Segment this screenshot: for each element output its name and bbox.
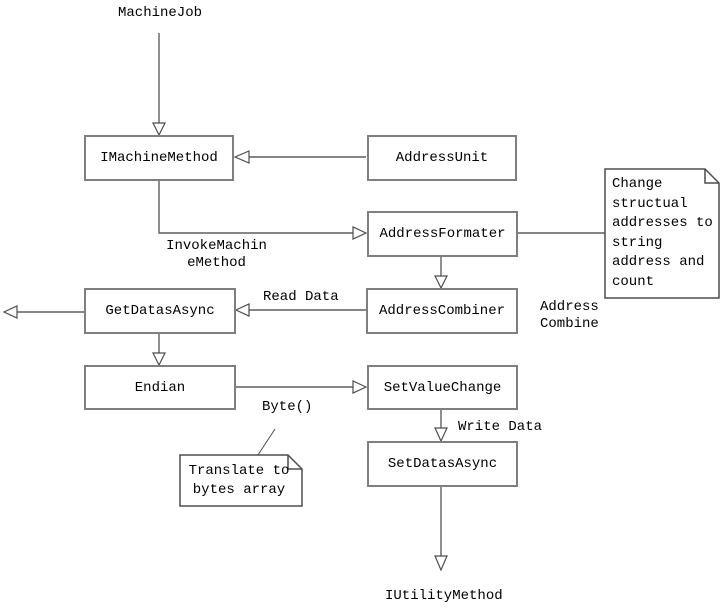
node-addressformater[interactable]: AddressFormater	[367, 211, 518, 257]
label-invokemachinemethod: InvokeMachin eMethod	[160, 238, 273, 272]
arrowhead-into-imachinemethod-right	[233, 150, 250, 164]
note-line: bytes array	[192, 482, 286, 498]
note-line: Change	[612, 176, 663, 192]
label-read-data: Read Data	[263, 289, 339, 305]
note-change-structural-fold	[704, 169, 719, 184]
arrowhead-left-edge	[2, 305, 18, 319]
note-line: count	[612, 273, 655, 290]
note-line: string	[612, 234, 663, 251]
note-line: Translate to	[188, 463, 290, 479]
label-address-combine: Address Combine	[540, 299, 599, 332]
note-line: address and	[612, 254, 705, 270]
edge-imachinemethod-to-addressformater	[158, 181, 353, 234]
label-line: InvokeMachin	[166, 238, 267, 254]
node-imachinemethod[interactable]: IMachineMethod	[84, 135, 234, 181]
label-write-data: Write Data	[458, 419, 543, 435]
arrowhead-into-addresscombiner-top	[434, 275, 448, 290]
note-line: structual	[612, 195, 688, 212]
label-iutilitymethod: IUtilityMethod	[385, 588, 503, 604]
node-addresscombiner[interactable]: AddressCombiner	[366, 288, 518, 334]
node-label: AddressCombiner	[378, 303, 506, 319]
label-line: eMethod	[187, 255, 246, 271]
node-endian[interactable]: Endian	[84, 365, 236, 410]
node-label: SetDatasAsync	[387, 456, 498, 472]
node-setvaluechange[interactable]: SetValueChange	[367, 365, 518, 410]
node-label: IMachineMethod	[100, 150, 218, 166]
note-line: addresses to	[612, 215, 713, 231]
label-machinejob: MachineJob	[118, 5, 203, 21]
note-translate-anchor-line	[257, 428, 276, 456]
arrowhead-to-iutilitymethod	[434, 555, 448, 572]
node-label: AddressUnit	[395, 150, 489, 166]
node-label: GetDatasAsync	[105, 303, 215, 319]
node-addressunit[interactable]: AddressUnit	[367, 135, 517, 181]
note-change-structural-shape[interactable]	[604, 168, 720, 299]
arrowhead-into-endian-top	[152, 352, 166, 367]
node-label: AddressFormater	[379, 226, 506, 242]
arrowhead-into-imachinemethod-top	[152, 122, 166, 137]
arrowhead-into-setdatasasync-top	[434, 427, 448, 443]
note-translate-bytes-fold	[287, 455, 302, 470]
note-change-structural-text: Change structual addresses to string add…	[612, 175, 716, 292]
note-translate-bytes-text: Translate to bytes array	[181, 462, 297, 500]
arrowhead-into-setvaluechange-left	[352, 380, 368, 394]
arrowhead-into-getdatasasync-right	[234, 303, 250, 317]
label-line: Combine	[540, 315, 599, 332]
note-translate-bytes-shape[interactable]	[179, 454, 303, 507]
node-label: SetValueChange	[383, 379, 502, 396]
arrowhead-into-addressformater-left	[352, 226, 368, 240]
node-setdatasasync[interactable]: SetDatasAsync	[367, 441, 518, 487]
node-getdatasasync[interactable]: GetDatasAsync	[84, 288, 236, 334]
label-line: Address	[540, 299, 599, 315]
label-byte: Byte()	[262, 399, 313, 415]
node-label: Endian	[134, 379, 186, 396]
